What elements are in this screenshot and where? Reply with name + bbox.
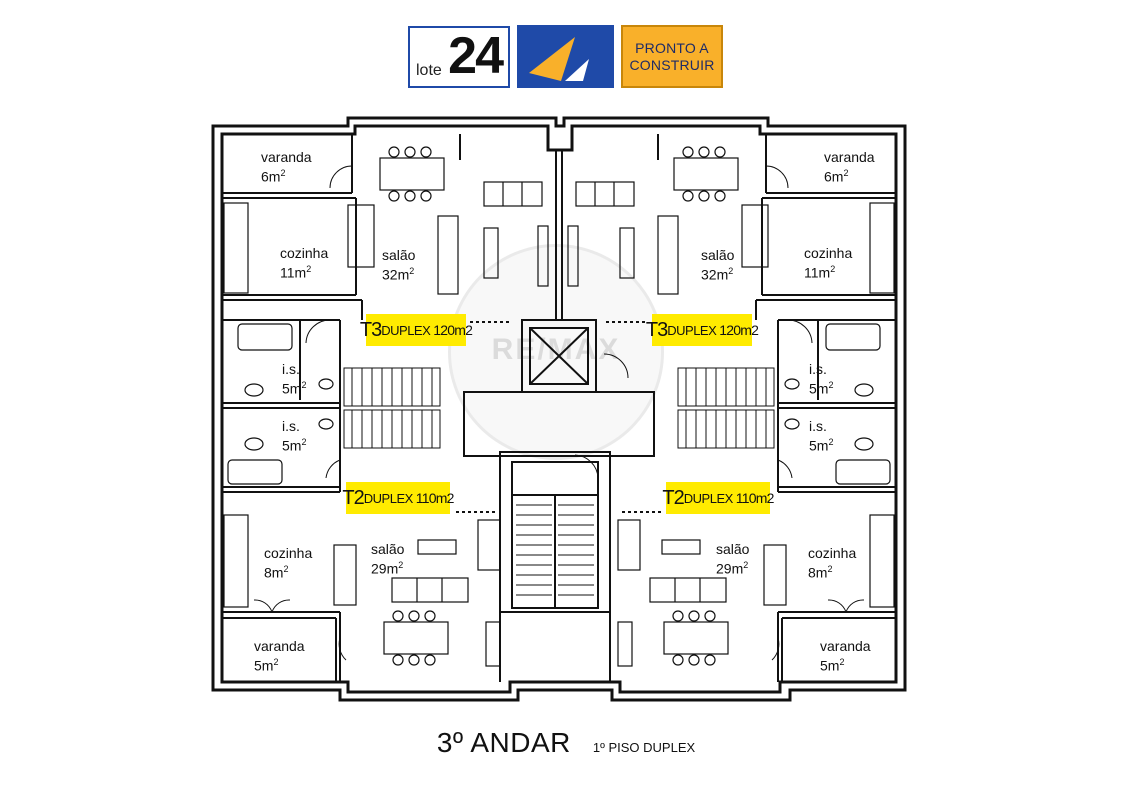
unit-type: T3	[359, 318, 382, 341]
badge-line-2: CONSTRUIR	[629, 56, 715, 73]
floor-title-sub: 1º PISO DUPLEX	[592, 740, 696, 755]
unit-area: 120m2	[433, 322, 473, 338]
unit-type: T2	[662, 486, 684, 509]
stairs	[343, 367, 775, 596]
unit-type: T2	[342, 486, 364, 509]
room-is-right-2: i.s.5m2	[809, 418, 834, 454]
room-is-left-1: i.s.5m2	[282, 361, 307, 397]
room-is-left-2: i.s.5m2	[282, 418, 307, 454]
walls-top-right	[561, 134, 896, 460]
core-walls	[463, 319, 655, 613]
unit-type: T3	[645, 318, 668, 341]
brand-logo	[517, 25, 614, 88]
unit-area: 110m2	[735, 490, 775, 506]
floor-title-main: 3º ANDAR	[436, 727, 571, 758]
unit-duplex: DUPLEX	[381, 322, 431, 338]
unit-area: 120m2	[719, 322, 759, 338]
badge-line-1: PRONTO A	[635, 39, 709, 56]
doors	[253, 165, 865, 661]
unit-duplex: DUPLEX	[363, 490, 414, 506]
floor-title: 3º ANDAR 1º PISO DUPLEX	[0, 727, 1132, 759]
unit-duplex: DUPLEX	[667, 322, 717, 338]
lote-number: 24	[448, 27, 504, 85]
door-hatching	[456, 321, 662, 513]
lote-logo: lote 24	[408, 26, 510, 88]
unit-area: 110m2	[415, 490, 455, 506]
outer-walls	[211, 116, 907, 702]
furniture	[223, 146, 895, 667]
pronto-a-construir-badge: PRONTO A CONSTRUIR	[621, 25, 723, 88]
walls-top-left	[222, 134, 557, 460]
room-is-right-1: i.s.5m2	[809, 361, 834, 397]
lote-label: lote	[416, 62, 442, 79]
walls-bottom	[222, 460, 896, 682]
unit-duplex: DUPLEX	[683, 490, 734, 506]
